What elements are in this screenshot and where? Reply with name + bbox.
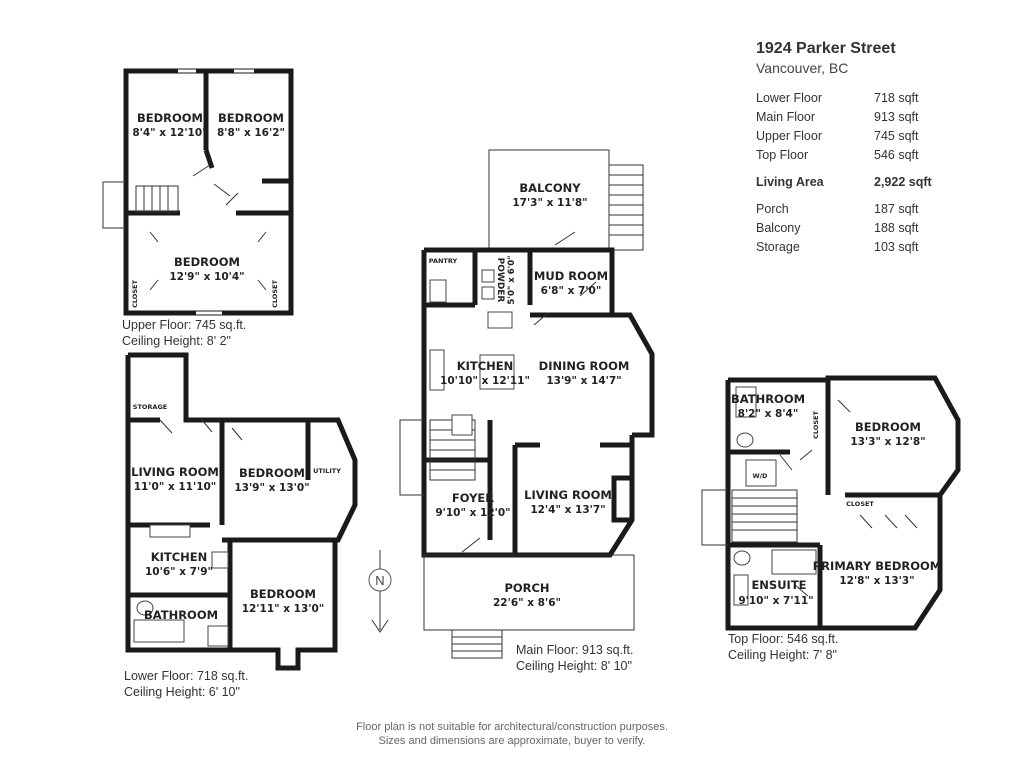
upper-floor-plan: BEDROOM 8'4" x 12'10" BEDROOM 8'8" x 16'… [102, 68, 294, 348]
dining-room-dims: 13'9" x 14'7" [546, 375, 621, 387]
upper-bedroom-3-dims: 12'9" x 10'4" [169, 271, 244, 283]
area-label: Top Floor [756, 147, 809, 162]
area-value: 2,922 sqft [874, 174, 932, 189]
living-room-dims: 12'4" x 13'7" [530, 504, 605, 516]
upper-closet-right-label: CLOSET [271, 280, 279, 308]
primary-bedroom-label: PRIMARY BEDROOM [813, 559, 941, 573]
top-closet-vertical-label: CLOSET [812, 411, 820, 439]
area-label: Balcony [756, 220, 801, 235]
area-label: Upper Floor [756, 128, 822, 143]
area-value: 718 sqft [874, 90, 919, 105]
porch-dims: 22'6" x 8'6" [493, 597, 561, 609]
area-label: Main Floor [756, 109, 816, 124]
lower-bedroom-2-dims: 12'11" x 13'0" [242, 603, 325, 615]
primary-bedroom-dims: 12'8" x 13'3" [839, 575, 914, 587]
lower-floor-plan: STORAGE UTILITY LIVING ROOM 11'0" x 11'1… [124, 352, 358, 699]
area-value: 745 sqft [874, 128, 919, 143]
lower-bedroom-1-label: BEDROOM [239, 466, 305, 480]
porch-label: PORCH [504, 581, 549, 595]
top-floor-caption: Top Floor: 546 sq.ft. [728, 632, 838, 646]
top-closet-label: CLOSET [846, 500, 874, 508]
top-bathroom-dims: 8'2" x 8'4" [738, 408, 799, 420]
lower-living-room-label: LIVING ROOM [131, 465, 219, 479]
area-row: Living Area 2,922 sqft [756, 164, 932, 199]
lower-ceiling-caption: Ceiling Height: 6' 10" [124, 685, 240, 699]
top-bedroom-dims: 13'3" x 12'8" [850, 436, 925, 448]
mud-room-label: MUD ROOM [534, 269, 608, 283]
kitchen-label: KITCHEN [457, 359, 514, 373]
property-info-panel: 1924 Parker Street Vancouver, BC Lower F… [756, 40, 996, 256]
area-row: Top Floor 546 sqft [756, 145, 932, 164]
area-value: 187 sqft [874, 201, 919, 216]
balcony-label: BALCONY [519, 181, 581, 195]
area-row: Lower Floor 718 sqft [756, 88, 932, 107]
lower-kitchen-label: KITCHEN [151, 550, 208, 564]
living-room-label: LIVING ROOM [524, 488, 612, 502]
area-label: Storage [756, 239, 800, 254]
lower-bedroom-1-dims: 13'9" x 13'0" [234, 482, 309, 494]
lower-bedroom-2-label: BEDROOM [250, 587, 316, 601]
utility-label: UTILITY [313, 467, 341, 475]
foyer-dims: 9'10" x 12'0" [435, 507, 510, 519]
upper-bedroom-2-dims: 8'8" x 16'2" [217, 127, 285, 139]
powder-label: POWDER [495, 258, 505, 303]
main-floor-caption: Main Floor: 913 sq.ft. [516, 643, 633, 657]
area-row: Porch 187 sqft [756, 199, 932, 218]
upper-bedroom-3-label: BEDROOM [174, 255, 240, 269]
upper-bedroom-1-label: BEDROOM [137, 111, 203, 125]
washer-dryer-label: W/D [753, 472, 769, 480]
disclaimer: Floor plan is not suitable for architect… [0, 720, 1024, 748]
upper-stairs [135, 185, 179, 213]
lower-storage-label: STORAGE [133, 403, 167, 411]
area-label: Lower Floor [756, 90, 822, 105]
top-stairs [731, 489, 798, 543]
compass-label: N [375, 573, 384, 588]
top-floor-plan: BATHROOM 8'2" x 8'4" CLOSET W/D BEDROOM … [701, 375, 961, 662]
main-floor-plan: BALCONY 17'3" x 11'8" PANTRY POWDER 5'0"… [399, 149, 655, 673]
upper-bedroom-2-label: BEDROOM [218, 111, 284, 125]
area-label: Porch [756, 201, 789, 216]
top-bathroom-label: BATHROOM [731, 392, 805, 406]
ensuite-dims: 9'10" x 7'11" [738, 595, 813, 607]
lower-living-room-dims: 11'0" x 11'10" [134, 481, 217, 493]
upper-ceiling-caption: Ceiling Height: 8' 2" [122, 334, 231, 348]
porch-steps [451, 629, 503, 659]
area-value: 546 sqft [874, 147, 919, 162]
dining-room-label: DINING ROOM [539, 359, 630, 373]
top-bedroom-label: BEDROOM [855, 420, 921, 434]
area-value: 188 sqft [874, 220, 919, 235]
property-address: 1924 Parker Street [756, 40, 896, 57]
kitchen-dims: 10'10" x 12'11" [440, 375, 530, 387]
lower-floor-caption: Lower Floor: 718 sq.ft. [124, 669, 248, 683]
ensuite-label: ENSUITE [751, 578, 806, 592]
disclaimer-line-2: Sizes and dimensions are approximate, bu… [378, 735, 646, 747]
lower-bathroom-label: BATHROOM [144, 608, 218, 622]
balcony-dims: 17'3" x 11'8" [512, 197, 587, 209]
upper-floor-caption: Upper Floor: 745 sq.ft. [122, 318, 246, 332]
property-city: Vancouver, BC [756, 60, 849, 76]
upper-bedroom-1-dims: 8'4" x 12'10" [132, 127, 207, 139]
area-row: Main Floor 913 sqft [756, 107, 932, 126]
lower-kitchen-dims: 10'6" x 7'9" [145, 566, 213, 578]
pantry-label: PANTRY [429, 257, 458, 265]
upper-closet-left-label: CLOSET [131, 280, 139, 308]
powder-dims: 5'0" x 6'0" [507, 255, 517, 304]
area-label: Living Area [756, 174, 824, 189]
balcony-stairs [608, 164, 644, 251]
area-value: 913 sqft [874, 109, 919, 124]
top-ceiling-caption: Ceiling Height: 7' 8" [728, 648, 837, 662]
foyer-label: FOYER [452, 491, 494, 505]
area-value: 103 sqft [874, 239, 919, 254]
mud-room-dims: 6'8" x 7'0" [541, 285, 602, 297]
main-ceiling-caption: Ceiling Height: 8' 10" [516, 659, 632, 673]
area-row: Upper Floor 745 sqft [756, 126, 932, 145]
disclaimer-line-1: Floor plan is not suitable for architect… [356, 721, 668, 733]
area-row: Storage 103 sqft [756, 237, 932, 256]
compass-north-arrow: N [368, 550, 392, 633]
area-row: Balcony 188 sqft [756, 218, 932, 237]
